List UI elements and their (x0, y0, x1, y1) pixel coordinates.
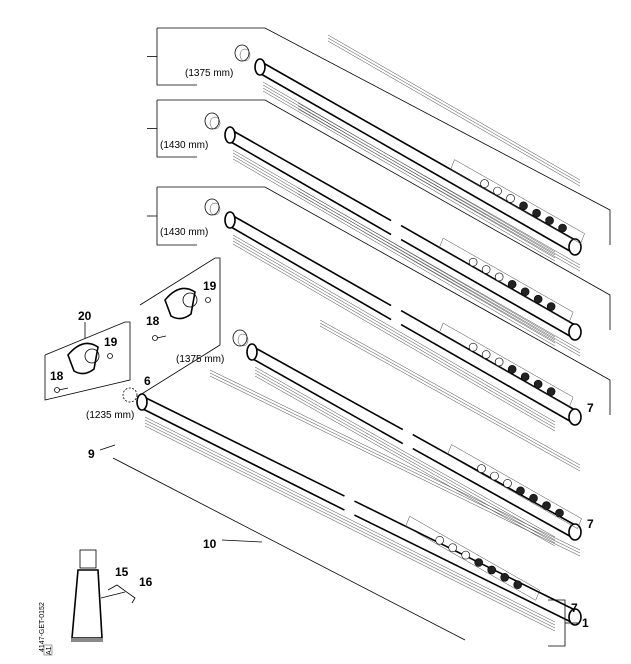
warning-label (447, 444, 582, 529)
end-cap (204, 112, 220, 130)
callout-19-lower: 19 (104, 335, 118, 349)
tube-segment (257, 59, 576, 241)
warning-label (450, 159, 585, 244)
screw-18-lower (54, 387, 60, 393)
end-cap (234, 44, 250, 62)
clamp-housing-lower (67, 342, 99, 375)
loose-parts: 6 9 10 (88, 374, 466, 641)
tube-segment (227, 212, 392, 307)
tube-segment (249, 344, 404, 431)
tube-assembly: (1375 mm) (176, 319, 582, 547)
revision-code: A1 (46, 646, 53, 655)
clamp-group-lower: 20 19 18 (44, 309, 131, 401)
length-label: (1430 mm) (160, 140, 208, 151)
warning-label (438, 237, 574, 323)
callout-7-c: 7 (571, 601, 578, 615)
callout-6: 6 (144, 374, 151, 388)
end-cap (204, 198, 220, 216)
screw-19-lower (107, 353, 113, 359)
callout-18-lower: 18 (50, 369, 64, 383)
callout-18-upper: 18 (146, 314, 160, 328)
warning-label (405, 515, 541, 601)
length-label: (1430 mm) (160, 227, 208, 238)
callout-9: 9 (88, 447, 95, 461)
clamp-housing-upper (164, 287, 196, 320)
screw-18-upper (152, 335, 158, 341)
tube-segment (227, 127, 392, 222)
drawing-code: 4147-GET-0152 (39, 602, 46, 652)
callout-15: 15 (115, 565, 129, 579)
callout-16: 16 (139, 575, 153, 589)
callout-20: 20 (78, 309, 92, 323)
assembly-panels (147, 27, 611, 415)
length-label: (1375 mm) (176, 354, 224, 365)
grease-tube: 15 16 (71, 549, 153, 642)
callout-7-b: 7 (587, 517, 594, 531)
callout-1: 1 (582, 616, 589, 630)
length-label: (1235 mm) (86, 410, 134, 421)
drive-shaft-10 (112, 457, 466, 641)
snap-ring-6 (122, 387, 138, 403)
tube-assemblies: (1375 mm) (1430 mm) (1430 mm) (1375 mm) (123… (86, 34, 585, 632)
callout-7-a: 7 (587, 401, 594, 415)
callout-19-upper: 19 (203, 279, 217, 293)
callout-10: 10 (203, 537, 217, 551)
tube-segment (139, 394, 345, 497)
end-cap (232, 329, 248, 347)
length-label: (1375 mm) (185, 68, 233, 79)
tube-assembly: (1235 mm) (86, 369, 582, 632)
warning-label (438, 322, 574, 408)
tube-assembly: (1430 mm) (160, 187, 582, 432)
tube-assembly: (1375 mm) (185, 34, 585, 262)
tube-assembly: (1430 mm) (160, 102, 582, 347)
screw-19-upper (205, 297, 211, 303)
clamp-group-upper: 19 18 (139, 257, 221, 396)
